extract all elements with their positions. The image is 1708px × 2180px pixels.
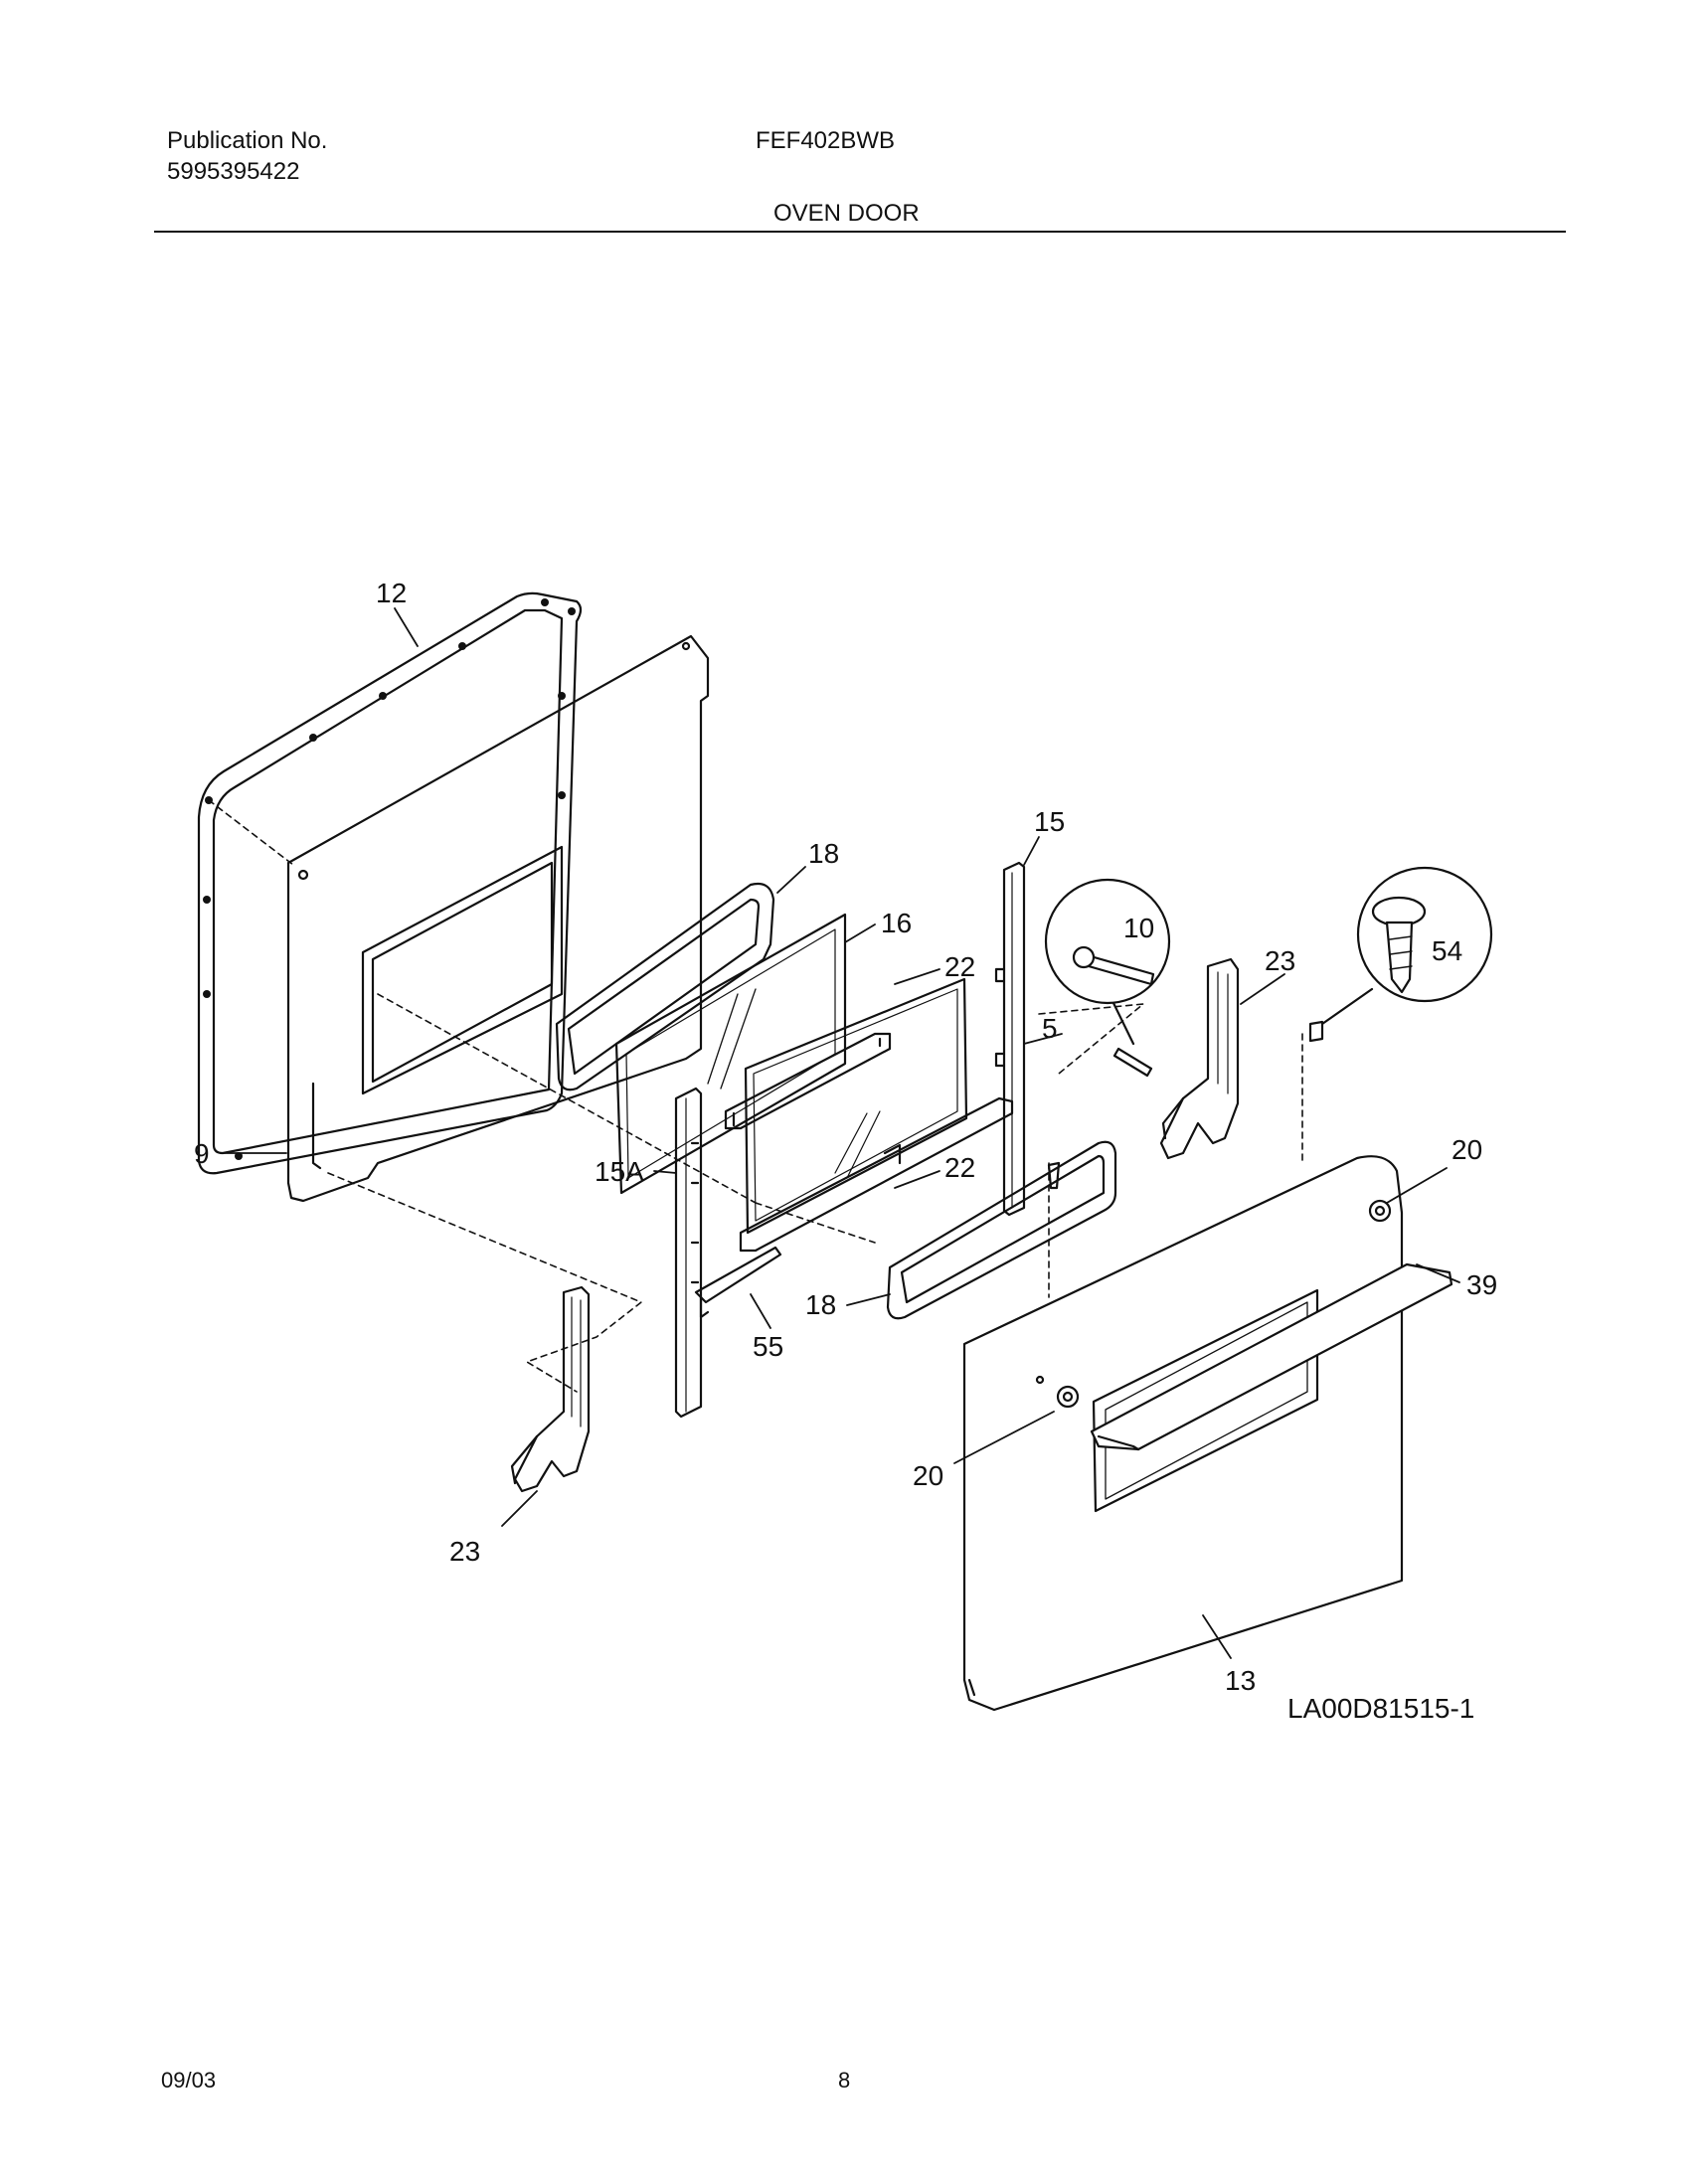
hinge-right-part xyxy=(1159,957,1240,1160)
callout-leaders xyxy=(220,607,1460,1659)
callout-22-upper: 22 xyxy=(944,951,975,982)
callout-54: 54 xyxy=(1432,935,1462,966)
callout-18-lower: 18 xyxy=(805,1289,836,1320)
callout-13: 13 xyxy=(1225,1665,1256,1696)
publication-number: 5995395422 xyxy=(167,158,300,185)
callout-39: 39 xyxy=(1466,1269,1497,1300)
callout-55: 55 xyxy=(753,1331,783,1362)
drawing-id: LA00D81515-1 xyxy=(1287,1693,1474,1724)
outer-glass-part xyxy=(744,977,968,1235)
model-number: FEF402BWB xyxy=(756,127,896,154)
page-number: 8 xyxy=(838,2068,851,2093)
lower-bracket-part xyxy=(694,1246,782,1319)
callout-9: 9 xyxy=(194,1138,210,1169)
screw-10-inset xyxy=(1044,878,1171,1078)
publication-label: Publication No. xyxy=(167,127,328,154)
grommet-left xyxy=(1056,1385,1080,1409)
callout-18-upper: 18 xyxy=(808,838,839,869)
callout-23-right: 23 xyxy=(1265,945,1295,976)
footer-date: 09/03 xyxy=(161,2068,217,2093)
section-title: OVEN DOOR xyxy=(773,200,920,227)
window-gasket-lower-part xyxy=(886,1140,1117,1320)
callout-15a: 15A xyxy=(595,1156,644,1187)
right-frame-channel-part xyxy=(994,861,1026,1217)
glass-bracket-upper-part xyxy=(724,1032,892,1130)
callout-5: 5 xyxy=(1042,1013,1058,1044)
left-frame-channel-part xyxy=(674,1087,703,1419)
callout-12: 12 xyxy=(376,578,407,608)
callout-20-left: 20 xyxy=(913,1460,943,1491)
door-handle-part xyxy=(1090,1262,1453,1451)
callout-22-lower: 22 xyxy=(944,1152,975,1183)
outer-door-panel-part xyxy=(962,1155,1404,1712)
hinge-left-part xyxy=(510,1285,591,1493)
window-gasket-upper-part xyxy=(555,882,775,1091)
inner-glass-part xyxy=(614,913,847,1195)
door-gasket-part xyxy=(197,591,583,1175)
callout-20-right: 20 xyxy=(1452,1134,1482,1165)
glass-bracket-lower-part xyxy=(739,1096,1014,1253)
grommet-right xyxy=(1368,1199,1392,1223)
screw-54-inset xyxy=(1308,866,1493,1043)
callout-23-left: 23 xyxy=(449,1536,480,1567)
small-screw xyxy=(1047,1161,1061,1190)
callout-16: 16 xyxy=(881,908,912,938)
header-rule xyxy=(154,231,1566,233)
callout-10: 10 xyxy=(1123,913,1154,943)
callout-15: 15 xyxy=(1034,806,1065,837)
door-liner-part xyxy=(286,634,710,1203)
